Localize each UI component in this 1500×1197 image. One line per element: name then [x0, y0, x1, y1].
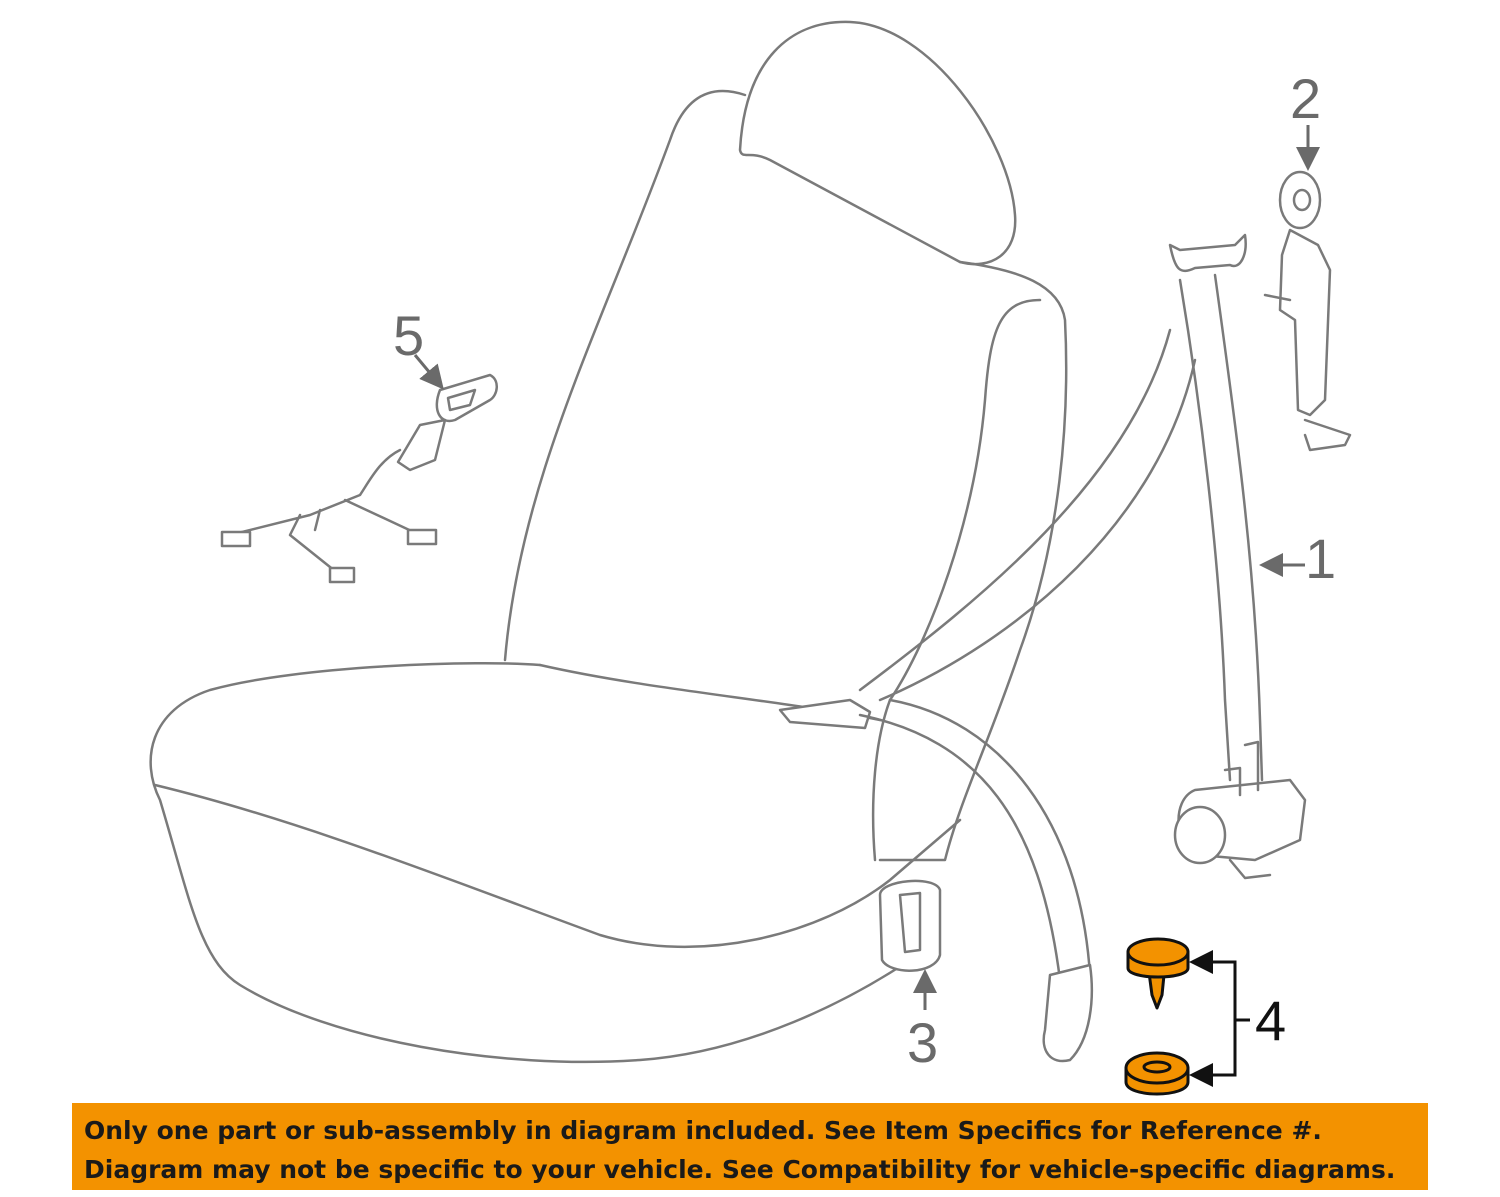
disclaimer-banner: Only one part or sub-assembly in diagram… — [72, 1103, 1428, 1190]
callout-2: 2 — [1290, 67, 1321, 130]
part-4-fastener-set — [1124, 937, 1250, 1096]
callout-3: 3 — [907, 1011, 938, 1074]
disclaimer-line-1: Only one part or sub-assembly in diagram… — [84, 1116, 1322, 1145]
part-2-height-adjuster — [1263, 170, 1352, 452]
callout-4: 4 — [1255, 989, 1286, 1052]
part-5-buckle-harness — [220, 354, 498, 584]
callout-5: 5 — [393, 304, 424, 367]
seat-outline — [149, 20, 1068, 1064]
callout-1: 1 — [1305, 527, 1336, 590]
disclaimer-line-2: Diagram may not be specific to your vehi… — [84, 1155, 1396, 1184]
part-1-seat-belt-retractor — [778, 233, 1307, 1063]
